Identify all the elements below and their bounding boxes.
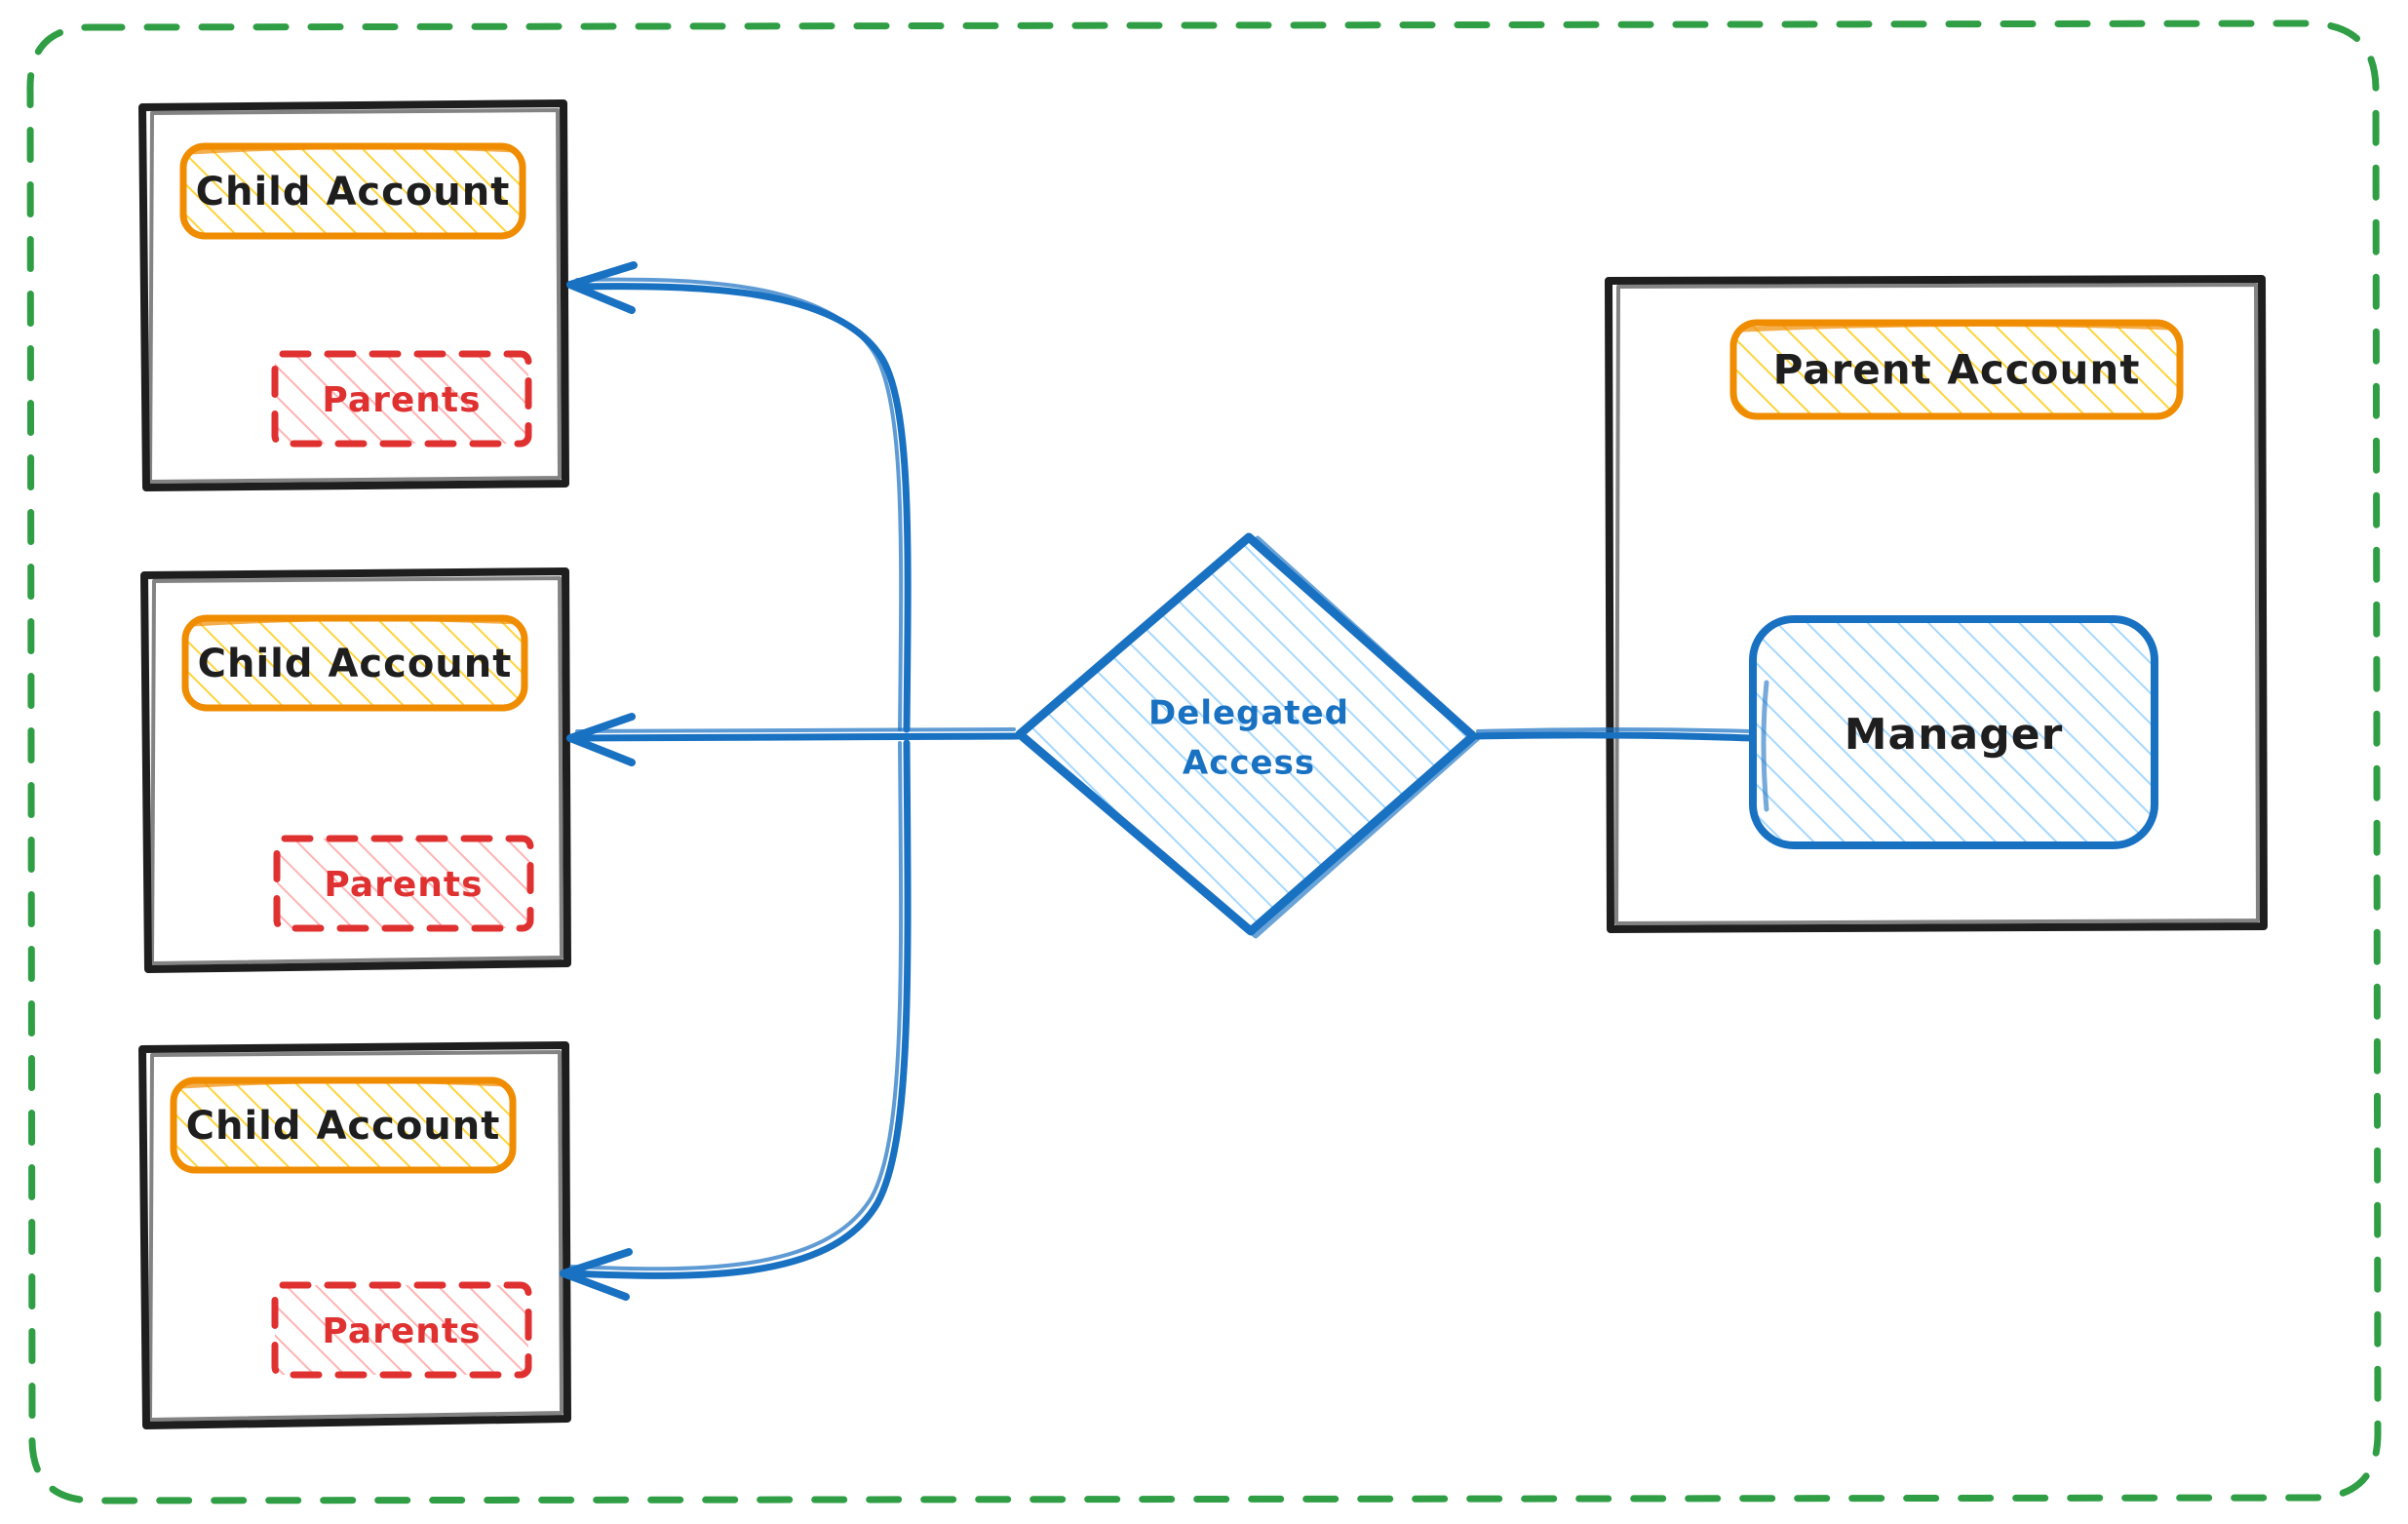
child-account-chip-2[interactable]: Child Account: [181, 614, 528, 712]
child-account-chip-3[interactable]: Child Account: [170, 1076, 517, 1174]
parents-label-2: Parents: [324, 865, 483, 905]
parents-chip-2[interactable]: Parents: [273, 835, 534, 932]
delegated-access-label-line1: Delegated: [1148, 694, 1349, 733]
delegated-access-node[interactable]: Delegated Access: [1015, 532, 1481, 939]
child-account-container-3[interactable]: Child Account Parents: [138, 1041, 571, 1429]
parents-label-3: Parents: [322, 1311, 481, 1351]
child-account-label-2: Child Account: [198, 642, 513, 686]
parents-chip-1[interactable]: Parents: [271, 350, 532, 448]
connector-delegated-to-child-2: [566, 713, 1022, 766]
outer-boundary: [26, 20, 2382, 1504]
manager-chip[interactable]: Manager: [1749, 615, 2158, 849]
child-account-label-3: Child Account: [186, 1104, 501, 1149]
parent-account-chip[interactable]: Parent Account: [1729, 319, 2184, 420]
child-account-label-1: Child Account: [196, 170, 511, 215]
delegated-access-label-line2: Access: [1183, 744, 1315, 783]
child-account-chip-1[interactable]: Child Account: [179, 142, 526, 240]
parents-label-1: Parents: [322, 380, 481, 420]
parent-account-container[interactable]: Parent Account Manager: [1605, 275, 2268, 933]
connector-manager-to-delegated: [1471, 727, 1757, 742]
connector-delegated-to-child-1: [566, 261, 912, 733]
child-account-container-1[interactable]: Child Account Parents: [138, 99, 569, 491]
parent-account-label: Parent Account: [1773, 346, 2141, 394]
manager-label: Manager: [1845, 710, 2064, 760]
parents-chip-3[interactable]: Parents: [271, 1281, 532, 1379]
connector-delegated-to-child-3: [560, 739, 912, 1301]
child-account-container-2[interactable]: Child Account Parents: [140, 567, 571, 973]
